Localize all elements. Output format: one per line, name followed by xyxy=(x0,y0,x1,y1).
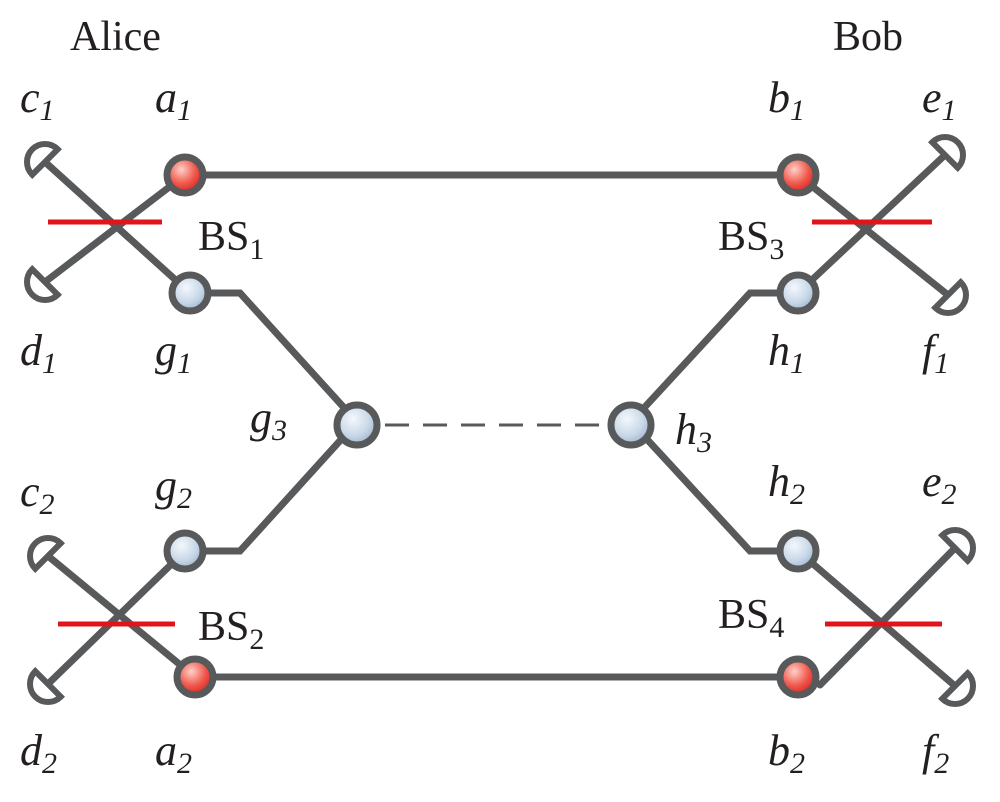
label-d1: d1 xyxy=(20,326,57,380)
detectors xyxy=(24,134,976,707)
party-label-alice: Alice xyxy=(70,14,161,60)
photon-h1 xyxy=(776,271,820,315)
label-h3: h3 xyxy=(675,405,712,459)
label-c1: c1 xyxy=(20,73,55,127)
photon-g2 xyxy=(163,529,207,573)
label-e1: e1 xyxy=(922,73,957,127)
photon-nodes xyxy=(163,153,820,699)
photon-h3 xyxy=(607,401,655,449)
photon-b1 xyxy=(776,153,820,197)
party-label-bob: Bob xyxy=(833,14,903,60)
label-a2: a2 xyxy=(155,726,192,780)
label-h2: h2 xyxy=(768,457,805,511)
bs4-arm-b2-e2 xyxy=(816,544,959,689)
label-b1: b1 xyxy=(768,73,805,127)
bs1-arm-c1-g1 xyxy=(41,158,194,297)
bs2-arm-c2-a2 xyxy=(44,552,199,681)
label-f1: f1 xyxy=(922,326,949,380)
detector-d2-icon xyxy=(27,667,65,705)
label-g2: g2 xyxy=(155,461,192,515)
detector-f1-icon xyxy=(931,278,969,316)
detector-e2-icon xyxy=(938,527,976,565)
detector-c1-icon xyxy=(24,141,62,179)
label-bs1: BS1 xyxy=(198,214,264,266)
label-g1: g1 xyxy=(155,326,192,380)
label-a1: a1 xyxy=(155,73,192,127)
bs2-arm-g2-d2 xyxy=(44,547,189,688)
photon-a2 xyxy=(173,655,217,699)
photon-g3 xyxy=(333,401,381,449)
label-bs2: BS2 xyxy=(198,604,264,656)
detector-e1-icon xyxy=(928,134,966,172)
beam-splitters xyxy=(48,219,942,627)
photon-g1 xyxy=(168,271,212,315)
label-h1: h1 xyxy=(768,326,805,380)
bs3-arm-b1-f1 xyxy=(794,171,952,299)
detector-d1-icon xyxy=(24,265,62,303)
path-g1-g3 xyxy=(186,289,361,426)
photon-h2 xyxy=(776,529,820,573)
wires xyxy=(41,151,959,690)
label-f2: f2 xyxy=(922,726,949,780)
label-e2: e2 xyxy=(922,457,957,511)
label-g3: g3 xyxy=(250,393,287,447)
detector-c2-icon xyxy=(27,535,65,573)
label-c2: c2 xyxy=(20,467,55,521)
beam-splitter-labels: BS1 BS3 BS2 BS4 xyxy=(198,214,784,656)
label-bs3: BS3 xyxy=(718,214,784,266)
label-b2: b2 xyxy=(768,726,805,780)
mode-labels: c1 a1 b1 e1 d1 g1 h1 f1 g3 h3 c2 g2 h2 e… xyxy=(20,73,957,780)
label-d2: d2 xyxy=(20,726,57,780)
photon-a1 xyxy=(163,153,207,197)
photon-b2 xyxy=(776,655,820,699)
bs4-arm-h2-f2 xyxy=(794,547,959,690)
detector-f2-icon xyxy=(938,669,976,707)
label-bs4: BS4 xyxy=(718,592,784,644)
